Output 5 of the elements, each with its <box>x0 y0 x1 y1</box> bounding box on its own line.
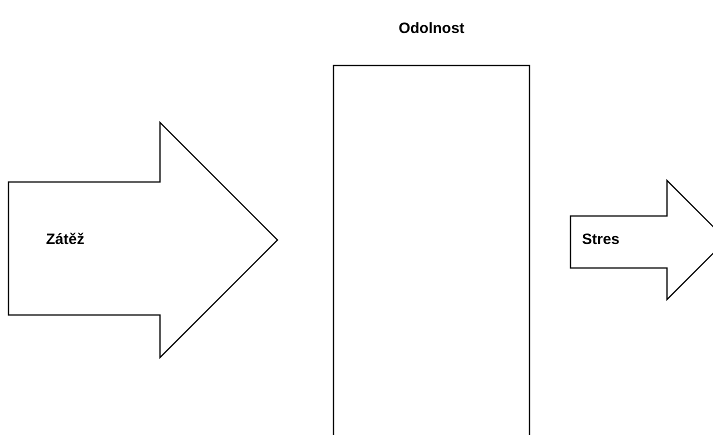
arrow-label: Zátěž <box>46 231 84 248</box>
arrow-label: Stres <box>582 231 620 248</box>
block-arrow <box>8 122 278 358</box>
block-arrow <box>570 180 713 300</box>
column-heading: Odolnost <box>398 20 466 37</box>
